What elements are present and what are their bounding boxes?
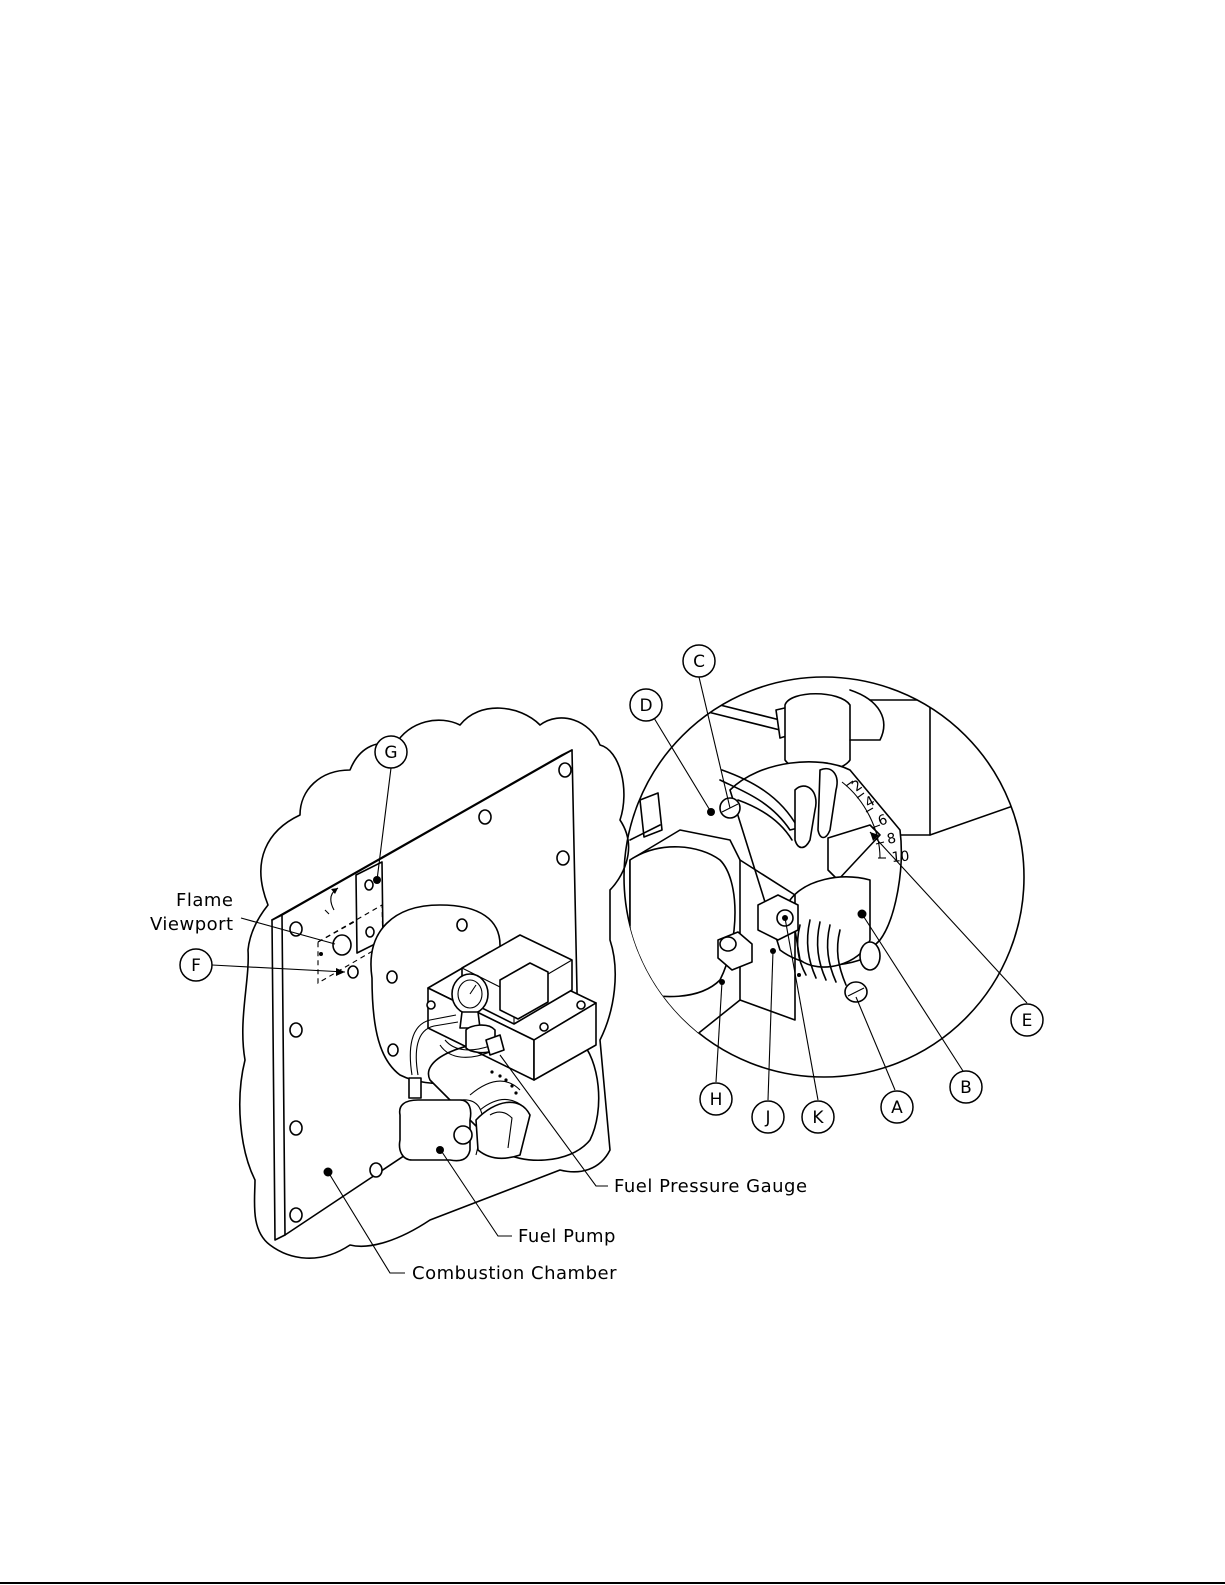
- label-fuel-pump: Fuel Pump: [518, 1226, 616, 1247]
- label-fuel-pressure-gauge: Fuel Pressure Gauge: [614, 1176, 808, 1197]
- svg-text:J: J: [764, 1108, 770, 1128]
- callout-C: C: [683, 645, 715, 677]
- callout-K: K: [802, 1101, 834, 1133]
- callout-E: E: [1011, 1004, 1043, 1036]
- callout-A: A: [881, 1091, 913, 1123]
- svg-text:A: A: [891, 1098, 903, 1118]
- callout-H: H: [700, 1083, 732, 1115]
- svg-text:G: G: [384, 743, 397, 763]
- label-combustion-chamber: Combustion Chamber: [412, 1263, 617, 1284]
- svg-text:K: K: [812, 1108, 824, 1128]
- callout-F: F: [180, 949, 212, 981]
- flame-viewport-lens: [333, 935, 351, 955]
- label-viewport: Viewport: [150, 914, 234, 935]
- callout-D: D: [630, 689, 662, 721]
- callout-B: B: [950, 1071, 982, 1103]
- callout-J: J: [752, 1101, 784, 1133]
- svg-text:B: B: [960, 1078, 972, 1098]
- svg-text:F: F: [191, 956, 201, 976]
- svg-text:C: C: [693, 652, 705, 672]
- svg-text:D: D: [639, 696, 652, 716]
- callout-G: G: [375, 736, 407, 768]
- svg-text:E: E: [1022, 1011, 1033, 1031]
- svg-text:H: H: [710, 1090, 723, 1110]
- detail-view: 2 4 6 8 10: [624, 677, 1030, 1077]
- page-bottom-rule: [0, 1582, 1225, 1584]
- combustion-chamber-marker: [324, 1168, 333, 1177]
- label-flame: Flame: [176, 890, 234, 911]
- burner-plate-assembly: [240, 708, 629, 1258]
- fuel-pump: [400, 1100, 531, 1161]
